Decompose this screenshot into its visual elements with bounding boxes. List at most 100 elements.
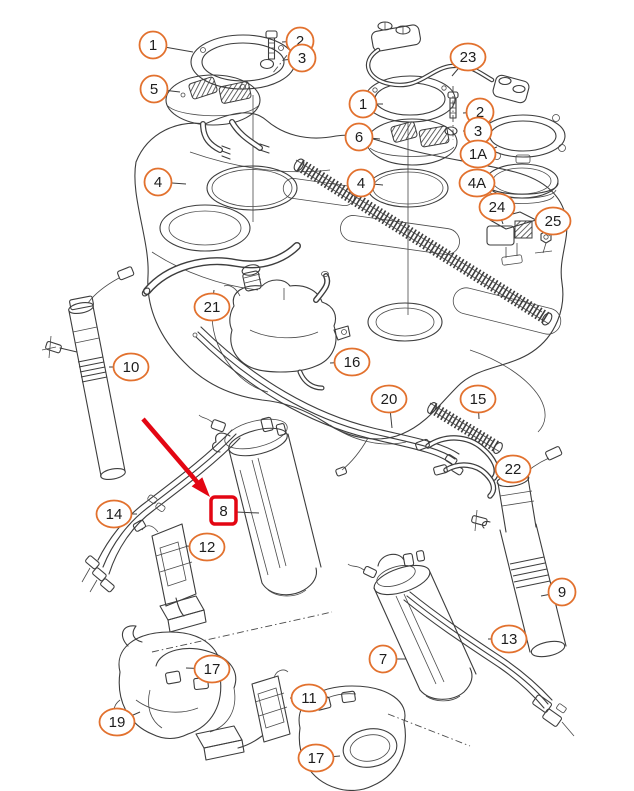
callout-label: 21 <box>204 299 221 316</box>
callout-label: 5 <box>150 81 158 98</box>
callout-15[interactable]: 15 <box>459 384 497 420</box>
callout-7[interactable]: 7 <box>368 644 407 674</box>
callout-circle <box>138 30 168 60</box>
callout-circle <box>459 139 497 169</box>
callout-label: 17 <box>308 750 325 767</box>
callout-circle <box>494 454 532 484</box>
callout-1A[interactable]: 1A <box>459 139 498 169</box>
callout-4[interactable]: 4 <box>346 168 384 198</box>
highlight-box <box>209 495 238 526</box>
highlight-label: 8 <box>219 503 227 520</box>
callout-label: 6 <box>355 129 363 146</box>
callout-circle <box>478 192 516 222</box>
callout-circle <box>344 122 374 152</box>
highlight-layer: 8 <box>141 417 260 526</box>
callout-19[interactable]: 19 <box>98 707 141 737</box>
callout-circle <box>534 206 572 236</box>
callout-25[interactable]: 25 <box>534 206 572 237</box>
callout-14[interactable]: 14 <box>95 499 138 529</box>
callout-3[interactable]: 3 <box>463 116 493 146</box>
callout-4A[interactable]: 4A <box>458 168 496 198</box>
callout-label: 15 <box>470 391 487 408</box>
callout-label: 4A <box>468 175 486 192</box>
corrugated-tube-15-drawing <box>427 402 503 454</box>
callout-6[interactable]: 6 <box>344 122 381 152</box>
highlight-arrow-shaft <box>141 417 203 488</box>
level-sender-12-drawing <box>132 519 207 633</box>
callout-label: 19 <box>109 714 126 731</box>
callout-circle <box>297 743 335 773</box>
callout-17[interactable]: 17 <box>297 743 341 773</box>
callout-12[interactable]: 12 <box>185 532 226 562</box>
fuel-pump-7-drawing <box>347 550 477 702</box>
callout-label: 13 <box>501 631 518 648</box>
fuel-lines-13-drawing <box>403 591 575 737</box>
callout-23[interactable]: 23 <box>449 42 487 77</box>
expansion-reservoir-drawing <box>211 264 351 393</box>
callout-circle <box>459 384 497 414</box>
callout-20[interactable]: 20 <box>370 384 408 429</box>
callout-3[interactable]: 3 <box>283 43 317 73</box>
callout-10[interactable]: 10 <box>109 352 150 382</box>
callout-label: 14 <box>106 506 123 523</box>
callout-circle <box>143 167 173 197</box>
callout-circle <box>112 352 150 382</box>
callout-circle <box>188 532 226 562</box>
callout-label: 1A <box>469 146 487 163</box>
callout-circle <box>193 292 231 322</box>
middle-flange-assembly-drawing <box>364 75 459 208</box>
callout-13[interactable]: 13 <box>488 624 528 654</box>
callout-label: 17 <box>204 661 221 678</box>
level-sender-11-drawing <box>195 669 291 761</box>
highlighted-callout-8[interactable]: 8 <box>141 417 260 526</box>
left-sender-tube-drawing <box>41 266 135 481</box>
callout-label: 11 <box>301 690 317 707</box>
callout-label: 4 <box>357 175 365 192</box>
callout-1[interactable]: 1 <box>138 30 194 60</box>
hose-set-22-drawing <box>415 435 500 499</box>
callout-label: 10 <box>123 359 140 376</box>
callout-label: 16 <box>344 354 361 371</box>
callout-24[interactable]: 24 <box>478 192 516 225</box>
callout-circle <box>95 499 133 529</box>
highlight-arrow-head <box>191 477 210 497</box>
callout-circle <box>368 644 398 674</box>
callout-label: 22 <box>505 461 522 478</box>
fuel-lines-14-drawing <box>81 429 241 593</box>
callout-circle <box>290 683 328 713</box>
callout-label: 2 <box>476 104 484 121</box>
callout-circle <box>490 624 528 654</box>
fuel-tank-body-drawing <box>134 95 568 445</box>
fuel-pump-8-drawing <box>198 414 322 597</box>
callout-9[interactable]: 9 <box>540 577 577 607</box>
callout-21[interactable]: 21 <box>193 289 231 322</box>
callout-label: 23 <box>460 49 477 66</box>
callout-circle <box>287 43 317 73</box>
callout-label: 3 <box>298 50 306 67</box>
callout-5[interactable]: 5 <box>139 74 181 104</box>
callout-17[interactable]: 17 <box>185 654 231 684</box>
callout-label: 12 <box>199 539 216 556</box>
callout-circle <box>458 168 496 198</box>
callout-circle <box>449 42 487 72</box>
callout-4[interactable]: 4 <box>143 167 187 197</box>
callout-circle <box>348 89 378 119</box>
callout-1[interactable]: 1 <box>348 89 384 119</box>
callout-11[interactable]: 11 <box>290 683 328 713</box>
callout-circle <box>333 347 371 377</box>
callout-label: 25 <box>545 213 562 230</box>
callout-label: 7 <box>379 651 387 668</box>
left-flange-assembly-drawing <box>165 30 298 211</box>
corrugated-conduit-drawing <box>293 158 553 326</box>
callout-16[interactable]: 16 <box>329 347 371 377</box>
callout-label: 1 <box>359 96 367 113</box>
callout-circle <box>370 384 408 414</box>
callout-circle <box>139 74 169 104</box>
callout-label: 4 <box>154 174 162 191</box>
callout-label: 24 <box>489 199 506 216</box>
callout-22[interactable]: 22 <box>494 454 532 484</box>
callout-circle <box>547 577 577 607</box>
